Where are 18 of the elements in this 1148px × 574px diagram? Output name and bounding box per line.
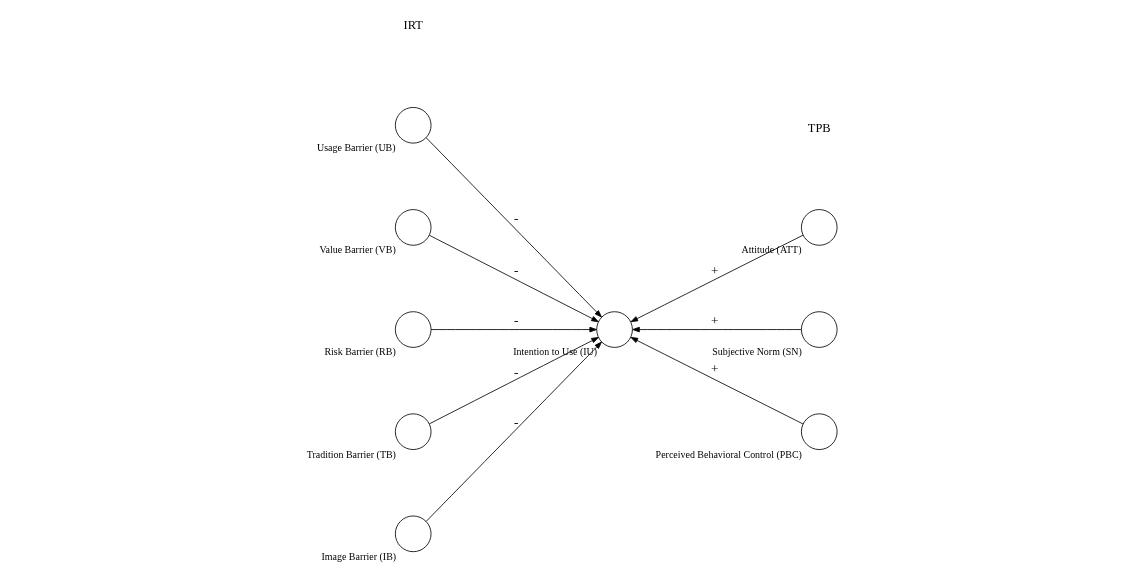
edge-label: + xyxy=(710,361,718,377)
node-label: Usage Barrier (UB) xyxy=(316,142,396,154)
node-label: Image Barrier (IB) xyxy=(320,550,396,562)
node-label: Value Barrier (VB) xyxy=(318,244,396,256)
edge-label: + xyxy=(710,262,718,278)
node-label: Tradition Barrier (TB) xyxy=(306,448,396,460)
edge-label: + xyxy=(710,313,718,329)
node-label: Perceived Behavioral Control (PBC) xyxy=(655,448,802,460)
edge-label: - xyxy=(513,313,518,329)
node-label: Attitude (ATT) xyxy=(741,244,801,256)
node-label: Subjective Norm (SN) xyxy=(711,346,802,358)
edge-label: - xyxy=(513,262,518,278)
edge-label: - xyxy=(513,364,518,380)
edge-label: - xyxy=(513,415,518,431)
label: IRT xyxy=(403,18,423,33)
label: TPB xyxy=(807,120,831,135)
edge-label: - xyxy=(513,211,518,227)
node-label: Risk Barrier (RB) xyxy=(323,346,396,358)
